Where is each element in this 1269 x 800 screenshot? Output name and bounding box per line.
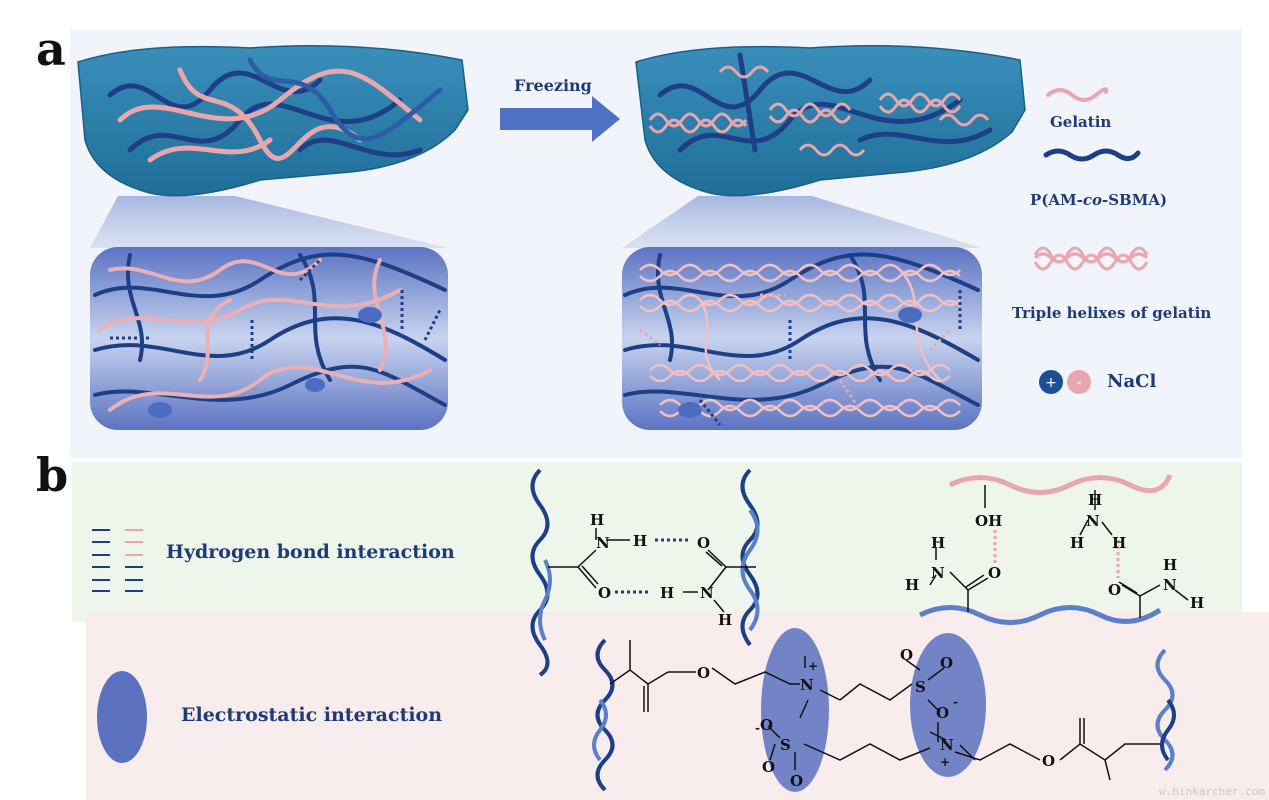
- svg-text:-: -: [755, 721, 760, 735]
- zoom-cone-left: [90, 196, 448, 248]
- gelatin-hbond-structure: [918, 473, 1189, 625]
- svg-text:H: H: [590, 511, 604, 529]
- svg-text:O: O: [697, 664, 710, 682]
- svg-text:O: O: [598, 584, 611, 602]
- svg-text:OH: OH: [975, 512, 1002, 530]
- svg-text:H: H: [660, 584, 674, 602]
- svg-text:S: S: [780, 736, 791, 754]
- svg-text:+: +: [808, 659, 818, 673]
- legend-gelatin-label: Gelatin: [1050, 113, 1112, 131]
- svg-text:O: O: [760, 716, 773, 734]
- svg-text:H: H: [1088, 491, 1102, 509]
- electrostatic-structure: [592, 628, 1176, 792]
- svg-text:-: -: [1076, 375, 1081, 391]
- gel-block-after-freezing: [622, 44, 1026, 248]
- hbond-interaction-label: Hydrogen bond interaction: [166, 541, 455, 563]
- amide-hbond-structure: [530, 468, 760, 677]
- svg-text:N: N: [1163, 576, 1177, 594]
- svg-text:+: +: [1045, 375, 1057, 391]
- legend-polymer-icon: [1043, 148, 1141, 162]
- network-zoom-before-freezing: [90, 247, 448, 430]
- legend-polymer-label: P(AM-co-SBMA): [1030, 191, 1168, 209]
- svg-text:H: H: [1070, 534, 1084, 552]
- gelatin-hbond-atoms: OH N H H H H N H O O N H H: [905, 491, 1204, 612]
- svg-text:O: O: [1108, 581, 1121, 599]
- svg-text:N: N: [1086, 512, 1100, 530]
- hbond-legend-dashes: [92, 529, 143, 592]
- svg-text:H: H: [1190, 594, 1204, 612]
- svg-text:O: O: [900, 646, 913, 664]
- svg-text:O: O: [988, 564, 1001, 582]
- svg-text:O: O: [1042, 752, 1055, 770]
- svg-text:O: O: [936, 704, 949, 722]
- electrostatic-interaction-label: Electrostatic interaction: [181, 704, 443, 726]
- svg-text:S: S: [915, 678, 926, 696]
- svg-text:O: O: [762, 758, 775, 776]
- legend-nacl-icon: + -: [1039, 370, 1091, 394]
- electrostatic-legend-oval: [97, 671, 147, 763]
- svg-text:H: H: [931, 534, 945, 552]
- svg-text:O: O: [697, 534, 710, 552]
- ion-pair-oval-left: [761, 628, 829, 792]
- panel-letter-b: b: [36, 448, 69, 502]
- legend-nacl-label: NaCl: [1107, 371, 1157, 392]
- svg-text:N: N: [596, 534, 610, 552]
- freezing-arrow: [500, 96, 620, 142]
- svg-text:H: H: [718, 611, 732, 629]
- svg-text:O: O: [790, 772, 803, 790]
- hydrogen-bond-panel: [72, 462, 1242, 622]
- svg-text:N: N: [800, 676, 814, 694]
- amide-hbond-atoms: H N H O O H N H: [590, 511, 732, 629]
- watermark: w.hinkarcher.com: [1159, 785, 1265, 798]
- svg-text:+: +: [940, 755, 950, 769]
- gel-block-before-freezing: [77, 44, 469, 248]
- ion-pair-oval-right: [910, 633, 986, 777]
- svg-text:H: H: [905, 576, 919, 594]
- legend-triple-helix-icon: [1033, 246, 1149, 271]
- svg-text:H: H: [633, 532, 647, 550]
- svg-text:N: N: [940, 736, 954, 754]
- zoom-cone-right: [622, 196, 982, 248]
- network-zoom-after-freezing: [622, 247, 982, 430]
- panel-letter-a: a: [36, 22, 66, 76]
- svg-text:H: H: [1112, 534, 1126, 552]
- svg-text:N: N: [700, 584, 714, 602]
- svg-text:O: O: [940, 654, 953, 672]
- electrostatic-panel: [86, 612, 1269, 800]
- electrostatic-atoms: O N + S O O O - S O - O O N + O: [697, 646, 1055, 790]
- svg-text:N: N: [931, 564, 945, 582]
- legend-gelatin-icon: [1046, 87, 1109, 102]
- freezing-label: Freezing: [514, 76, 592, 95]
- svg-text:H: H: [1163, 556, 1177, 574]
- legend-triple-helix-label: Triple helixes of gelatin: [1012, 304, 1212, 322]
- svg-text:-: -: [953, 695, 958, 709]
